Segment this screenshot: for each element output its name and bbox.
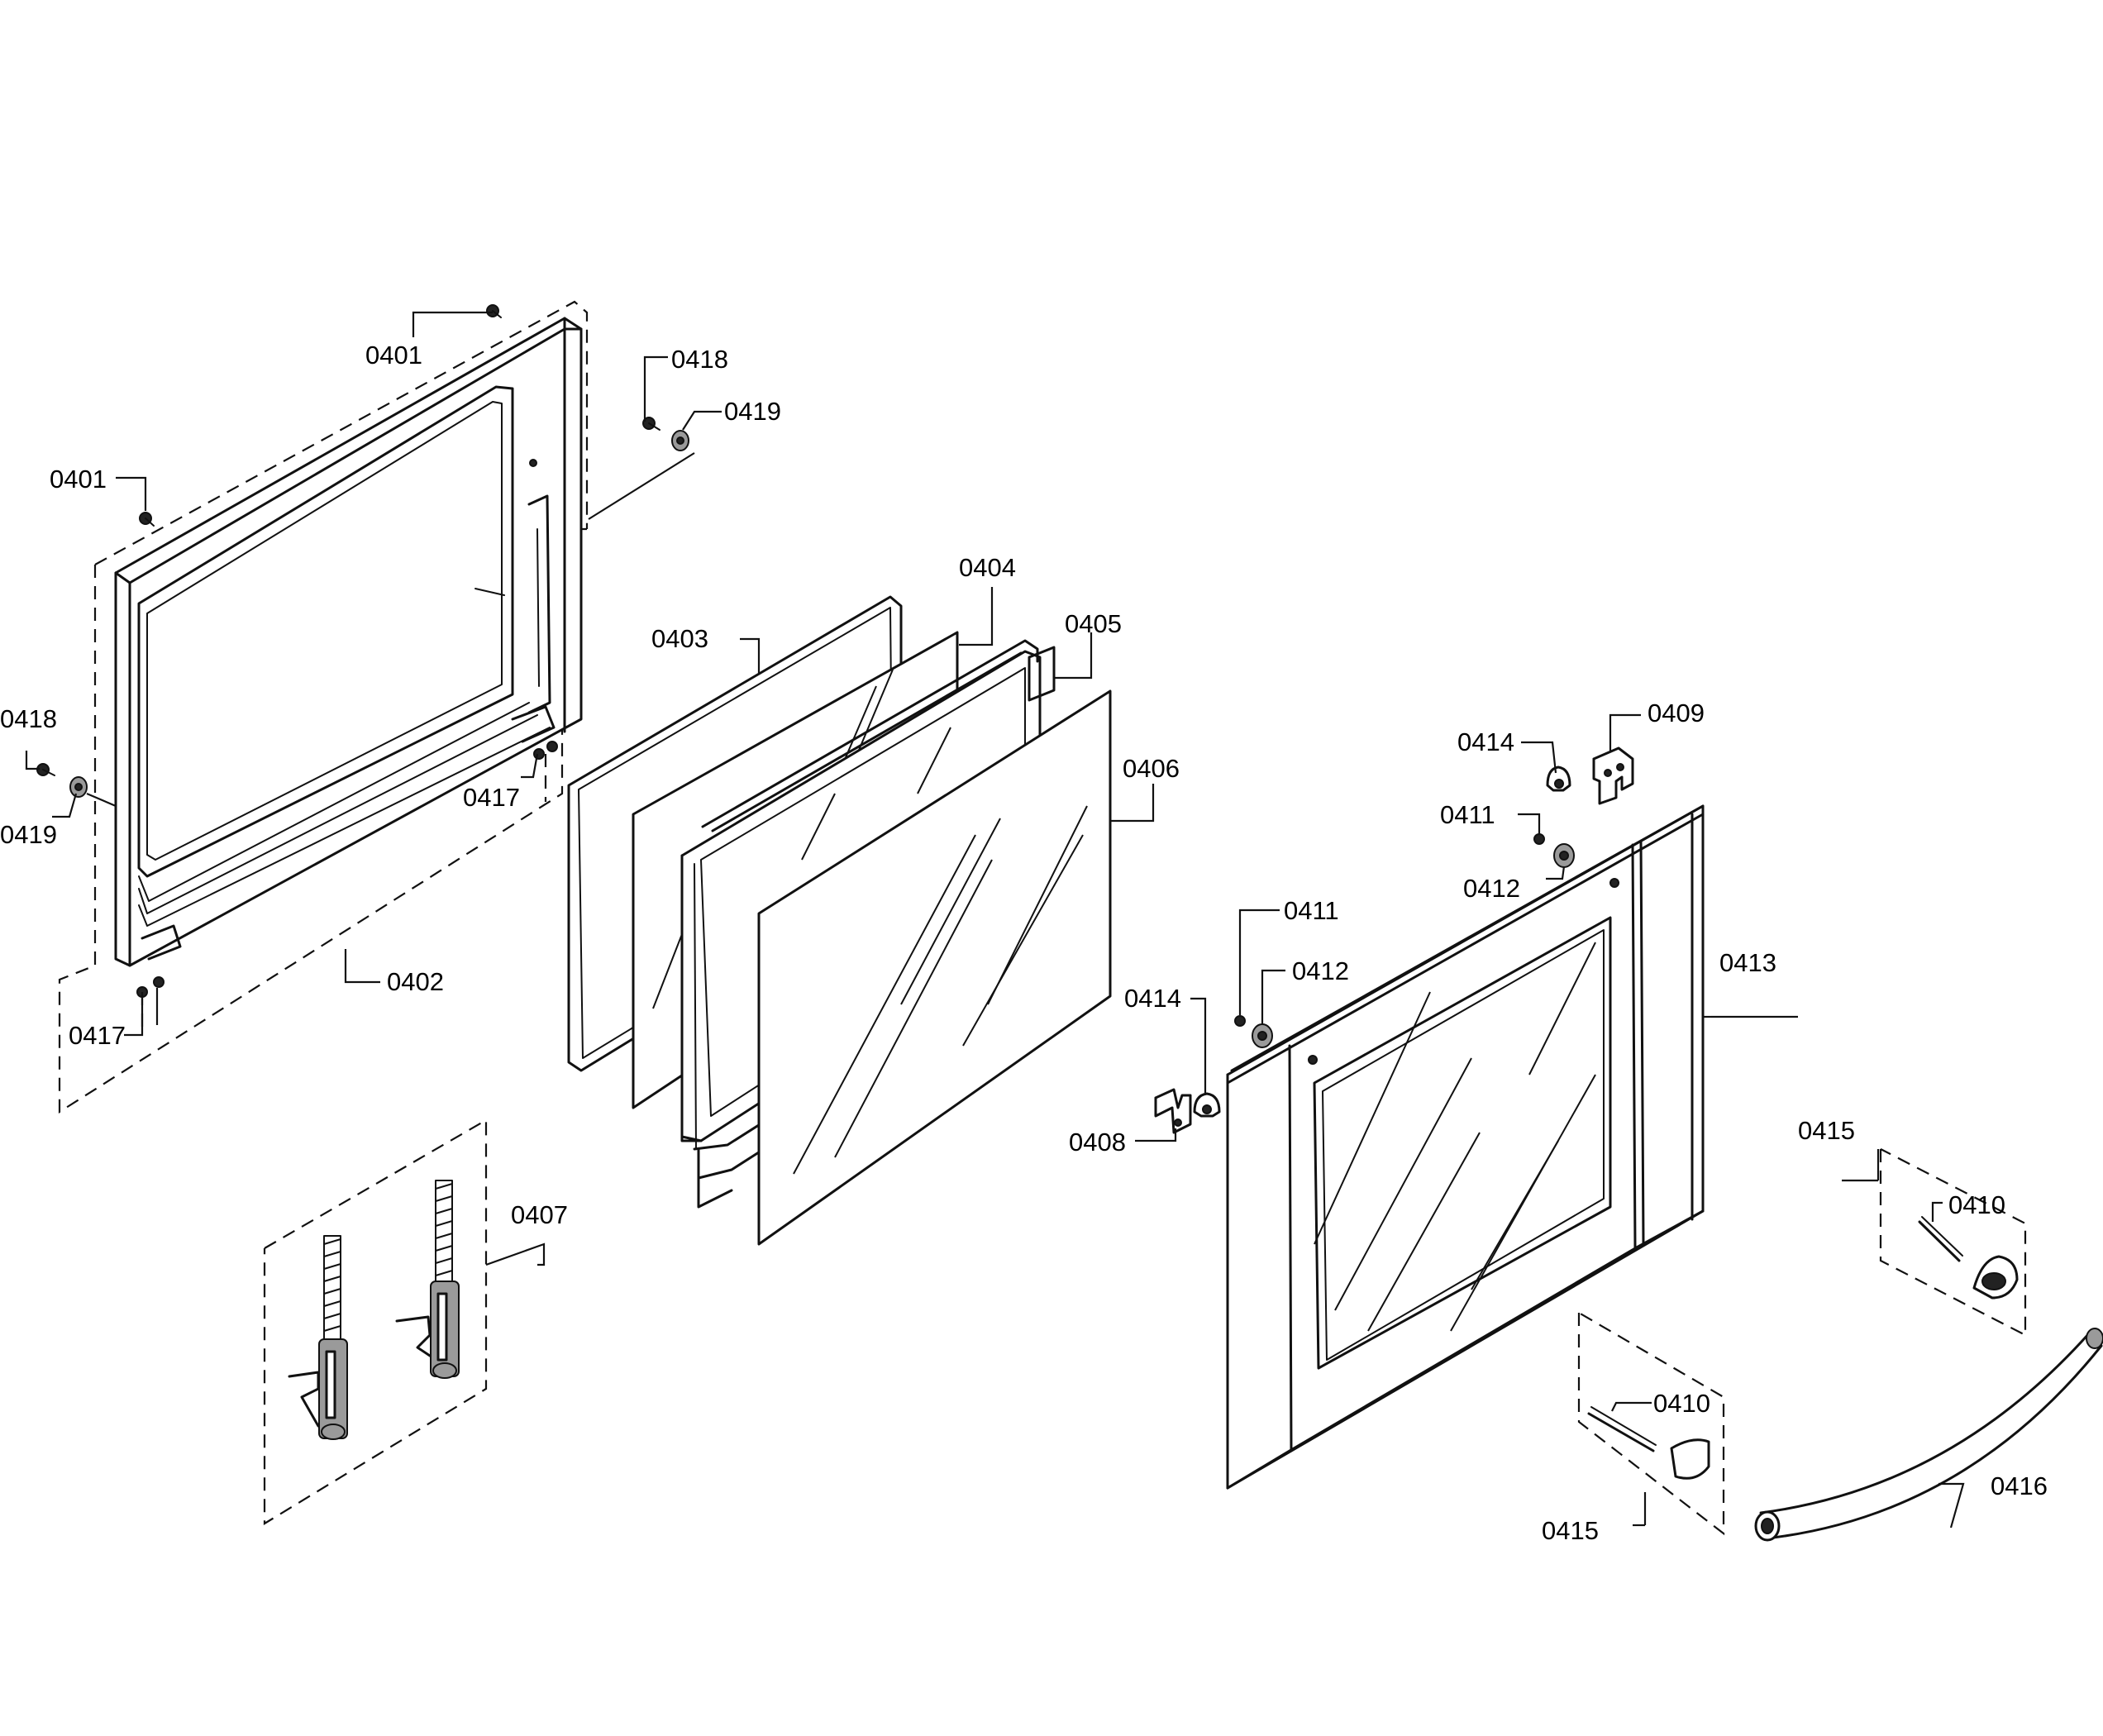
hinge-right: [395, 1180, 460, 1379]
callout-0406: 0406: [1123, 754, 1180, 783]
hinge-left: [288, 1235, 348, 1440]
screw-0418-left: [36, 763, 55, 776]
clip-0414-lower: [1193, 1092, 1221, 1118]
outer-door-hole-right: [1609, 878, 1619, 888]
callout-0414-upper: 0414: [1457, 727, 1514, 756]
callout-0405: 0405: [1065, 609, 1122, 638]
outer-door-window: [1313, 916, 1612, 1370]
inner-frame-dashed-envelope: [58, 529, 564, 1114]
bracket-0408: [1154, 1088, 1192, 1134]
callout-0412-upper: 0412: [1463, 874, 1520, 903]
callout-0401-top: 0401: [365, 341, 422, 370]
callout-0417-right: 0417: [463, 783, 520, 812]
door-hinges: [263, 1118, 488, 1525]
callout-0402: 0402: [387, 967, 444, 996]
callout-0416: 0416: [1991, 1471, 2048, 1500]
callout-0408: 0408: [1069, 1128, 1126, 1157]
screw-0411-lower: [1234, 1015, 1246, 1027]
outer-door-panel: [1226, 804, 1705, 1490]
callout-0419-right: 0419: [724, 397, 781, 426]
washer-0419-right: [671, 430, 689, 451]
leader-lines: [25, 311, 1965, 1529]
callout-0419-left: 0419: [0, 820, 57, 849]
screw-0401-top: [486, 304, 502, 318]
callout-labels: 0401 0401 0418 0419 0418 0419 0417 0417 …: [0, 341, 2048, 1545]
callout-0412-lower: 0412: [1292, 956, 1349, 985]
callout-0411-lower: 0411: [1284, 896, 1339, 925]
handle-mount-upper: [1879, 1148, 2027, 1337]
callout-0410-lower: 0410: [1653, 1389, 1710, 1418]
callout-0413: 0413: [1719, 948, 1776, 977]
callout-0417-left: 0417: [69, 1021, 126, 1050]
inner-frame-window: [137, 385, 514, 878]
inner-door-frame: [58, 300, 589, 1114]
callout-0414-lower: 0414: [1124, 984, 1181, 1013]
glass-plate-0405: [1028, 646, 1056, 702]
clip-0414-upper: [1546, 765, 1571, 792]
callout-0418-right: 0418: [671, 345, 728, 374]
callout-0401-left: 0401: [50, 465, 107, 494]
hinge-dashed-envelope: [263, 1118, 488, 1525]
washer-0412-lower: [1252, 1023, 1273, 1048]
outer-door-hole-left: [1308, 1055, 1318, 1065]
washer-0419-left: [69, 776, 88, 798]
callout-0410-upper: 0410: [1948, 1190, 2005, 1219]
callout-0407: 0407: [511, 1200, 568, 1229]
bracket-0409: [1592, 746, 1634, 805]
callout-0409: 0409: [1648, 699, 1705, 727]
screw-0418-right: [642, 417, 660, 431]
callout-0418-left: 0418: [0, 704, 57, 733]
screw-0417-left-b: [153, 976, 165, 988]
inner-frame-dashed-top: [94, 300, 589, 565]
screw-0401-left: [139, 512, 155, 527]
screw-0411-upper: [1533, 833, 1545, 845]
callout-0404: 0404: [959, 553, 1016, 582]
callout-0415-lower: 0415: [1542, 1516, 1599, 1545]
washer-0412-upper: [1553, 843, 1575, 868]
callout-0415-upper: 0415: [1798, 1116, 1855, 1145]
screw-0417-right-a: [533, 748, 545, 760]
door-handle-bar: [1754, 1328, 2103, 1542]
callout-0411-upper: 0411: [1440, 800, 1495, 829]
outer-glass-panel: [757, 689, 1112, 1246]
screw-0417-right-b: [546, 741, 558, 752]
handle-mount-lower: [1577, 1312, 1725, 1536]
callout-0403: 0403: [651, 624, 708, 653]
